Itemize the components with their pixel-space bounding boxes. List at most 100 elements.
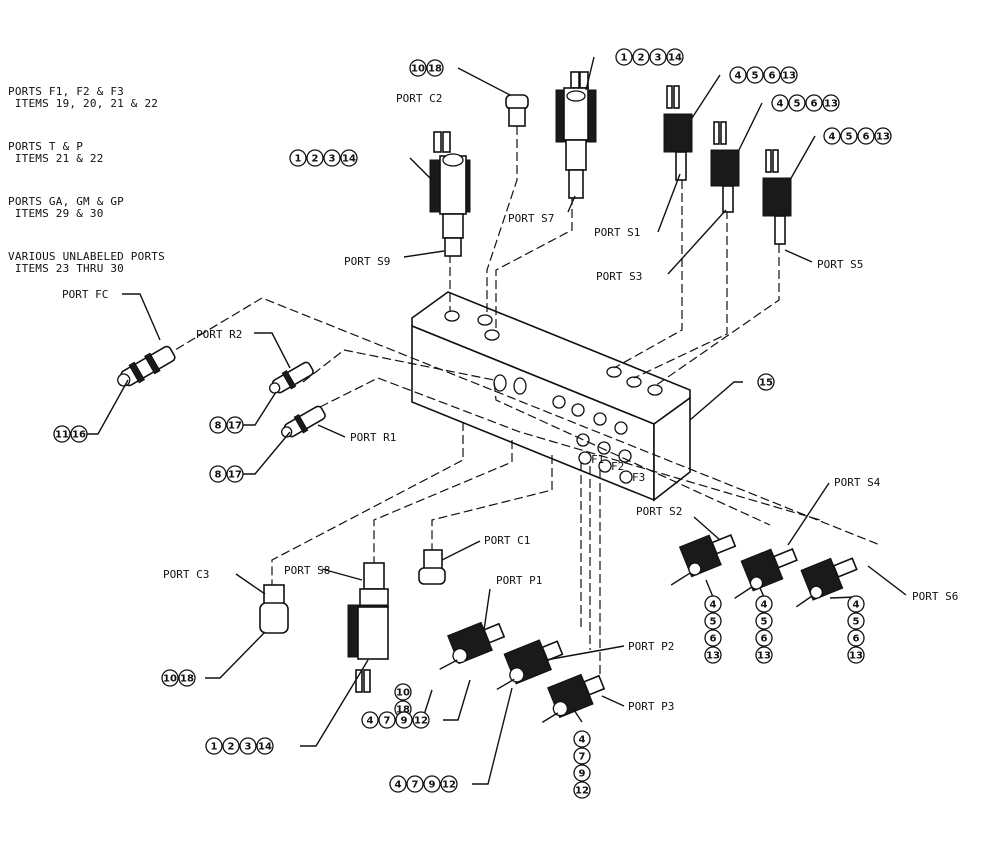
callout-circle (755, 646, 773, 664)
note-items: ITEMS 23 THRU 30 (8, 262, 124, 275)
callout-circle (822, 94, 840, 112)
callout-number: 4 (395, 780, 402, 791)
callout-number: 14 (258, 742, 272, 753)
callout-number: 5 (853, 617, 860, 628)
label-port-fc: PORT FC (62, 288, 108, 301)
callout-circle (632, 48, 650, 66)
callout-circle (573, 730, 591, 748)
callout-circle (406, 775, 424, 793)
callout-number: 9 (429, 780, 436, 791)
label-port-s1: PORT S1 (594, 226, 640, 239)
label-port-s9: PORT S9 (344, 255, 390, 268)
label-port-c3: PORT C3 (163, 568, 209, 581)
callout-circle (874, 127, 892, 145)
callout-circle (361, 711, 379, 729)
callout-circle (323, 149, 341, 167)
callout-number: 3 (329, 154, 336, 165)
label-port-p3: PORT P3 (628, 700, 674, 713)
callout-circle (340, 149, 358, 167)
callout-number: 4 (853, 600, 860, 611)
solenoid-s6 (795, 557, 858, 608)
callout-number: 5 (846, 132, 853, 143)
callout-circle (755, 629, 773, 647)
solenoid-p1 (439, 621, 506, 670)
block-port-f2: F2 (611, 460, 624, 473)
callout-circle (847, 629, 865, 647)
callout-number: 3 (245, 742, 252, 753)
callout-circle (805, 94, 823, 112)
note-ports-g: PORTS GA, GM & GP ITEMS 29 & 30 (8, 196, 165, 220)
note-items: ITEMS 21 & 22 (8, 152, 104, 165)
callout-circle (389, 775, 407, 793)
callout-number: 7 (384, 716, 391, 727)
callout-circle (306, 149, 324, 167)
note-ports-f: PORTS F1, F2 & F3 ITEMS 19, 20, 21 & 22 (8, 86, 165, 110)
callout-number: 6 (853, 634, 860, 645)
callout-number: 4 (710, 600, 717, 611)
callout-circle (394, 683, 412, 701)
callout-number: 1 (211, 742, 218, 753)
note-title: PORTS T & P (8, 140, 84, 153)
callout-number: 18 (180, 674, 194, 685)
solenoid-s9 (429, 131, 471, 257)
callout-circle (823, 127, 841, 145)
callout-number: 1 (621, 53, 628, 64)
solenoid-s7 (555, 71, 597, 199)
callout-number: 2 (638, 53, 645, 64)
callout-circle (729, 66, 747, 84)
callout-circle (573, 764, 591, 782)
callout-number: 16 (72, 430, 86, 441)
callout-number: 4 (777, 99, 784, 110)
callout-number: 12 (575, 786, 589, 797)
callout-circle (847, 646, 865, 664)
callout-number: 10 (411, 64, 425, 75)
callout-number: 13 (876, 132, 890, 143)
label-port-s8: PORT S8 (284, 564, 330, 577)
label-port-s2: PORT S2 (636, 505, 682, 518)
plug-c1 (418, 549, 446, 585)
block-port-f3: F3 (632, 471, 645, 484)
note-items: ITEMS 29 & 30 (8, 207, 104, 220)
callout-number: 15 (759, 378, 773, 389)
callout-number: 1 (295, 154, 302, 165)
label-port-p2: PORT P2 (628, 640, 674, 653)
callout-number: 3 (655, 53, 662, 64)
callout-circle (70, 425, 88, 443)
callout-circle (209, 465, 227, 483)
callout-number: 13 (757, 651, 771, 662)
solenoid-p3 (541, 673, 606, 723)
callout-circle (788, 94, 806, 112)
label-port-s3: PORT S3 (596, 270, 642, 283)
callout-circle (423, 775, 441, 793)
callout-number: 18 (428, 64, 442, 75)
callout-number: 4 (761, 600, 768, 611)
callout-circle (161, 669, 179, 687)
label-port-r2: PORT R2 (196, 328, 242, 341)
callout-circle (615, 48, 633, 66)
leader-lines (82, 56, 907, 785)
callout-number: 6 (811, 99, 818, 110)
callout-circle (226, 416, 244, 434)
port-labels: PORT C2 PORT S7 PORT S9 PORT S1 PORT S3 … (62, 92, 958, 713)
solenoid-s4 (734, 548, 798, 599)
callout-number: 4 (829, 132, 836, 143)
solenoid-s2 (670, 533, 737, 586)
relief-valve-fc (117, 345, 176, 387)
callout-number: 6 (761, 634, 768, 645)
callout-number: 5 (761, 617, 768, 628)
callout-circle (256, 737, 274, 755)
solenoid-s8 (347, 562, 389, 693)
solenoid-p2 (496, 639, 564, 691)
callout-circle (378, 711, 396, 729)
callout-number: 17 (228, 421, 242, 432)
callout-circle (771, 94, 789, 112)
